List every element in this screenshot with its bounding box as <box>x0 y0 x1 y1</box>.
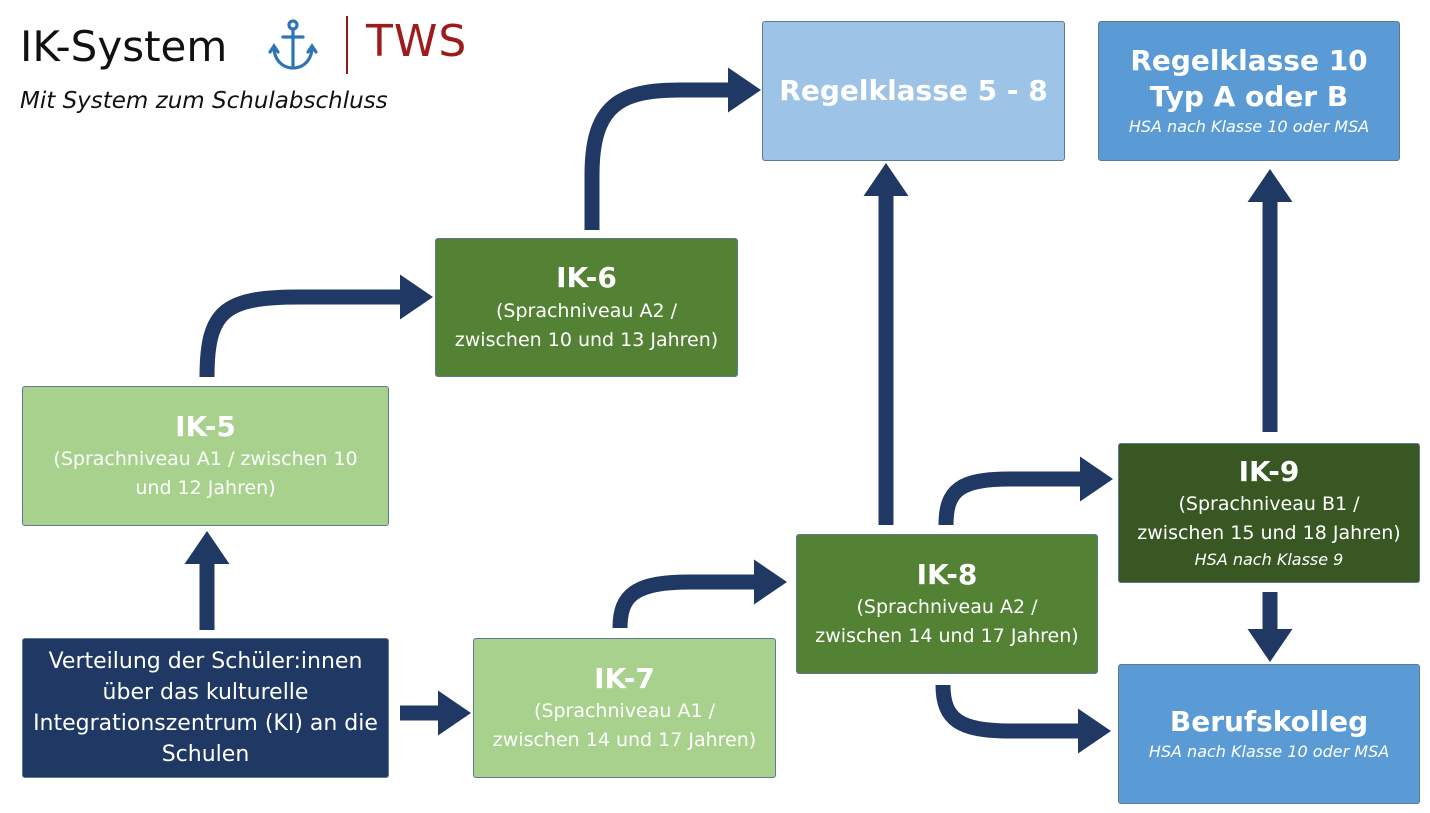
box-ik7: IK-7 (Sprachniveau A1 / zwischen 14 und … <box>473 638 776 778</box>
ik9-note: HSA nach Klasse 9 <box>1194 550 1344 570</box>
logo-divider <box>346 16 348 74</box>
ik6-title: IK-6 <box>556 261 617 295</box>
ik5-desc: (Sprachniveau A1 / zwischen 10 und 12 Ja… <box>53 448 358 500</box>
ik7-title: IK-7 <box>594 661 655 695</box>
regel58-title: Regelklasse 5 - 8 <box>779 73 1048 107</box>
logo-text: TWS <box>366 16 468 67</box>
ik6-desc: (Sprachniveau A2 / zwischen 10 und 13 Ja… <box>454 299 719 351</box>
arrow-ik8-to-ik9 <box>938 456 1113 526</box>
box-ik8: IK-8 (Sprachniveau A2 / zwischen 14 und … <box>796 534 1098 674</box>
arrow-ik8-to-berufskolleg <box>935 684 1111 754</box>
regel10-title-line1: Regelklasse 10 <box>1130 43 1368 77</box>
box-ik6: IK-6 (Sprachniveau A2 / zwischen 10 und … <box>435 238 738 377</box>
arrow-ik5-to-ik6 <box>199 274 433 378</box>
berufskolleg-title: Berufskolleg <box>1169 704 1369 738</box>
box-ik5: IK-5 (Sprachniveau A1 / zwischen 10 und … <box>22 386 389 526</box>
ik8-desc: (Sprachniveau A2 / zwischen 14 und 17 Ja… <box>815 596 1079 648</box>
ik9-title: IK-9 <box>1238 454 1300 488</box>
arrow-ik7-to-ik8 <box>612 559 787 629</box>
berufskolleg-note: HSA nach Klasse 10 oder MSA <box>1148 742 1390 762</box>
box-regelklasse-10: Regelklasse 10 Typ A oder B HSA nach Kla… <box>1098 21 1400 161</box>
box-berufskolleg: Berufskolleg HSA nach Klasse 10 oder MSA <box>1118 664 1420 804</box>
page-title: IK-System <box>20 22 228 71</box>
anchor-icon <box>268 19 318 70</box>
box-verteilung: Verteilung der Schüler:innen über das ku… <box>22 638 389 778</box>
box-ik9: IK-9 (Sprachniveau B1 / zwischen 15 und … <box>1118 443 1420 583</box>
arrow-ik6-to-regel58 <box>584 67 761 230</box>
regel10-title-line2: Typ A oder B <box>1149 80 1349 113</box>
box-regelklasse-5-8: Regelklasse 5 - 8 <box>762 21 1065 161</box>
ik9-desc: (Sprachniveau B1 / zwischen 15 und 18 Ja… <box>1137 493 1401 545</box>
ik5-title: IK-5 <box>175 409 236 443</box>
ik7-desc: (Sprachniveau A1 / zwischen 14 und 17 Ja… <box>492 700 757 752</box>
regel10-note: HSA nach Klasse 10 oder MSA <box>1128 117 1370 137</box>
verteilung-text: Verteilung der Schüler:innen über das ku… <box>33 648 378 768</box>
ik8-title: IK-8 <box>916 557 978 591</box>
page-subtitle: Mit System zum Schulabschluss <box>20 88 388 114</box>
